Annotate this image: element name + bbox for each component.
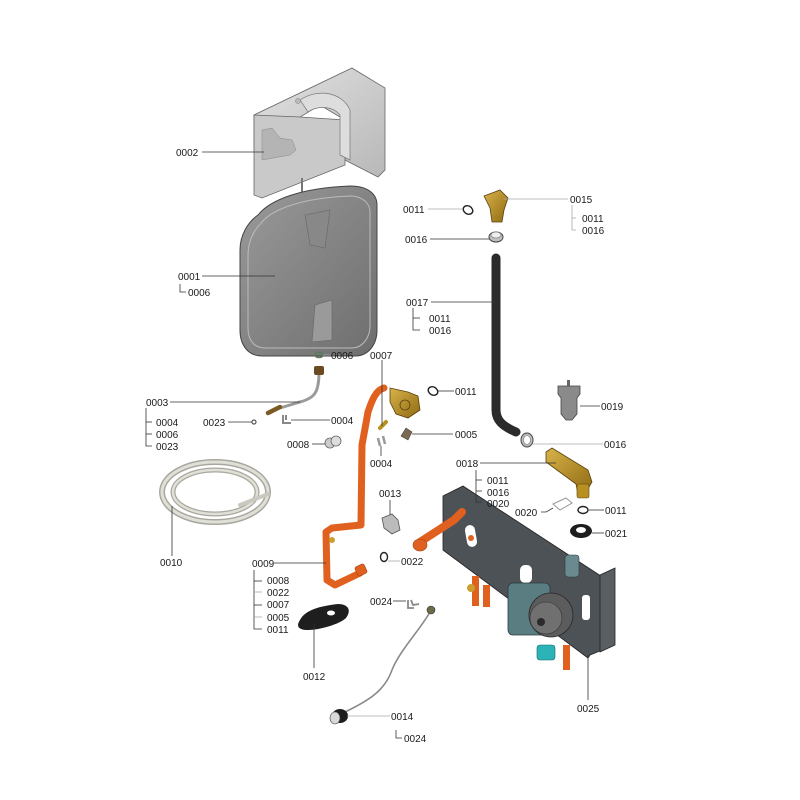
callout-0020[interactable]: 0020 [515,508,538,519]
callout-0013[interactable]: 0013 [379,489,402,500]
callout-0011-right[interactable]: 0011 [605,506,627,517]
callout-0022[interactable]: 0022 [401,557,424,568]
callout-0007[interactable]: 0007 [370,351,393,362]
callout-0017[interactable]: 0017 [406,298,429,309]
callout-0003-sub-0006[interactable]: 0006 [156,430,179,441]
part-0009-copper-pipe [322,384,388,589]
part-0016-clamp-b [520,432,534,448]
callout-0011-mid[interactable]: 0011 [455,387,477,398]
callout-0017-sub-0011[interactable]: 0011 [429,314,451,325]
callout-0018-sub-0016[interactable]: 0016 [487,488,510,499]
part-0004-clip-b [376,435,387,447]
callout-labels: 0002 0001 0006 0015 0011 0016 0011 0016 … [146,148,628,745]
part-0012-gasket-plate [298,604,349,630]
callout-0008[interactable]: 0008 [287,440,310,451]
part-0014-sensor-cable [329,605,436,725]
part-0007-brass-valve [389,387,421,419]
callout-0003-sub-0004[interactable]: 0004 [156,418,179,429]
part-0024-clip [407,599,420,609]
callout-0023[interactable]: 0023 [203,418,226,429]
callout-0025[interactable]: 0025 [577,704,600,715]
part-0008-elbow-fitting [324,435,342,449]
callout-0012[interactable]: 0012 [303,672,326,683]
callout-0016-mid[interactable]: 0016 [604,440,627,451]
part-0022-o-ring [379,551,389,563]
callout-0002[interactable]: 0002 [176,148,199,159]
callout-0004-mid[interactable]: 0004 [370,459,393,470]
part-0019-air-vent [557,380,581,421]
callout-0009[interactable]: 0009 [252,559,275,570]
callout-0001-sub-0006[interactable]: 0006 [188,288,211,299]
part-0011-o-ring-c [577,505,589,515]
part-0003-tank-pipe [265,366,324,416]
leader-lines [145,151,604,739]
part-0001-expansion-tank [239,178,378,357]
callout-0006[interactable]: 0006 [331,351,354,362]
callout-0019[interactable]: 0019 [601,402,624,413]
callout-0003[interactable]: 0003 [146,398,169,409]
part-0011-o-ring-a [462,205,474,215]
part-0015-brass-elbow [483,189,509,223]
callout-0005[interactable]: 0005 [455,430,478,441]
part-0018-brass-connector [545,447,593,499]
callout-0010[interactable]: 0010 [160,558,183,569]
callout-0009-sub-0011[interactable]: 0011 [267,625,289,636]
part-0013-clip [381,513,401,535]
part-0017-black-hose [491,253,521,437]
callout-0009-sub-0007[interactable]: 0007 [267,600,290,611]
part-0021-gasket [570,524,592,538]
callout-0009-sub-0008[interactable]: 0008 [267,576,290,587]
callout-0018-sub-0020[interactable]: 0020 [487,499,510,510]
part-0016-clamp-a [488,231,504,243]
callout-0015[interactable]: 0015 [570,195,593,206]
callout-0017-sub-0016[interactable]: 0016 [429,326,452,337]
callout-0018[interactable]: 0018 [456,459,479,470]
part-0004-clip-a [282,415,291,424]
part-0010-coiled-tube [159,459,271,525]
part-0002-cover-bracket [253,67,386,199]
callout-0016-top[interactable]: 0016 [405,235,428,246]
part-0023-washer [251,419,257,425]
part-0025-pump-assembly [412,485,616,670]
callout-0015-sub-0016[interactable]: 0016 [582,226,605,237]
callout-0004-left[interactable]: 0004 [331,416,354,427]
part-0007-sensor [378,420,388,430]
part-0005-sensor-clip [400,427,413,441]
callout-0001[interactable]: 0001 [178,272,201,283]
callout-0009-sub-0005[interactable]: 0005 [267,613,290,624]
callout-0018-sub-0011[interactable]: 0011 [487,476,509,487]
part-0020-wire-clip [552,497,573,511]
callout-0014-sub-0024[interactable]: 0024 [404,734,427,745]
part-0011-o-ring-b [427,386,439,396]
callout-0024-mid[interactable]: 0024 [370,597,393,608]
callout-0011-top[interactable]: 0011 [403,205,425,216]
callout-0014[interactable]: 0014 [391,712,414,723]
callout-0015-sub-0011[interactable]: 0011 [582,214,604,225]
callout-0003-sub-0023[interactable]: 0023 [156,442,179,453]
callout-0009-sub-0022[interactable]: 0022 [267,588,290,599]
callout-0021[interactable]: 0021 [605,529,628,540]
